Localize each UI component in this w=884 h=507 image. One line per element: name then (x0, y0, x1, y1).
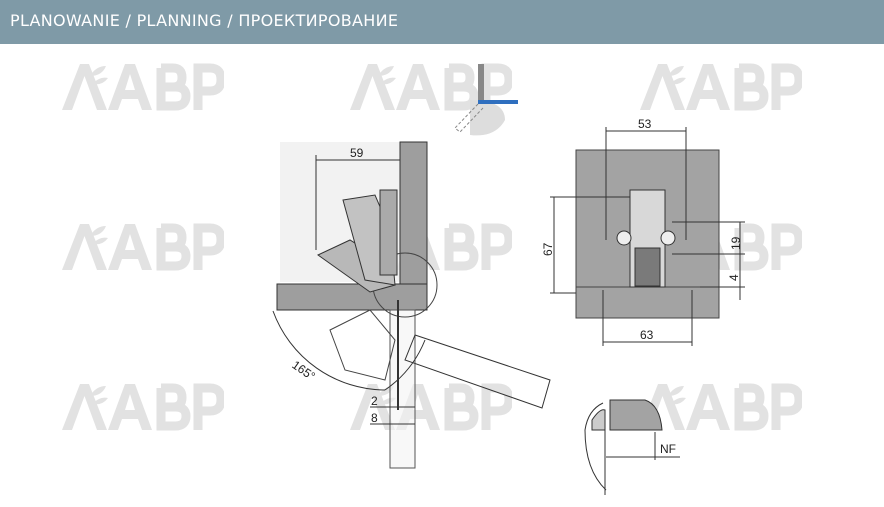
dim-53: 53 (638, 117, 652, 131)
dim-63: 63 (640, 328, 654, 342)
watermark-logo (640, 64, 799, 110)
watermark-logo (640, 384, 799, 430)
dim-nf: NF (660, 442, 676, 456)
side-view: 59 165° 2 8 (272, 141, 551, 469)
dim-59: 59 (350, 146, 364, 160)
front-view: 53 67 19 4 63 (541, 117, 745, 346)
hinge-type-icon (454, 64, 518, 136)
header-bar: PLANOWANIE / PLANNING / ПРОЕКТИРОВАНИЕ (0, 0, 884, 44)
dim-overlay: 8 (371, 411, 378, 425)
dim-19: 19 (729, 236, 743, 250)
watermark-logo (62, 64, 221, 110)
dim-67: 67 (541, 242, 555, 256)
watermark-logo (62, 384, 221, 430)
dim-angle: 165° (289, 358, 318, 384)
watermark-logo (62, 224, 221, 270)
page-title: PLANOWANIE / PLANNING / ПРОЕКТИРОВАНИЕ (10, 11, 399, 30)
detail-view: NF (584, 399, 680, 495)
dim-4: 4 (727, 274, 741, 281)
dim-gap: 2 (371, 394, 378, 408)
